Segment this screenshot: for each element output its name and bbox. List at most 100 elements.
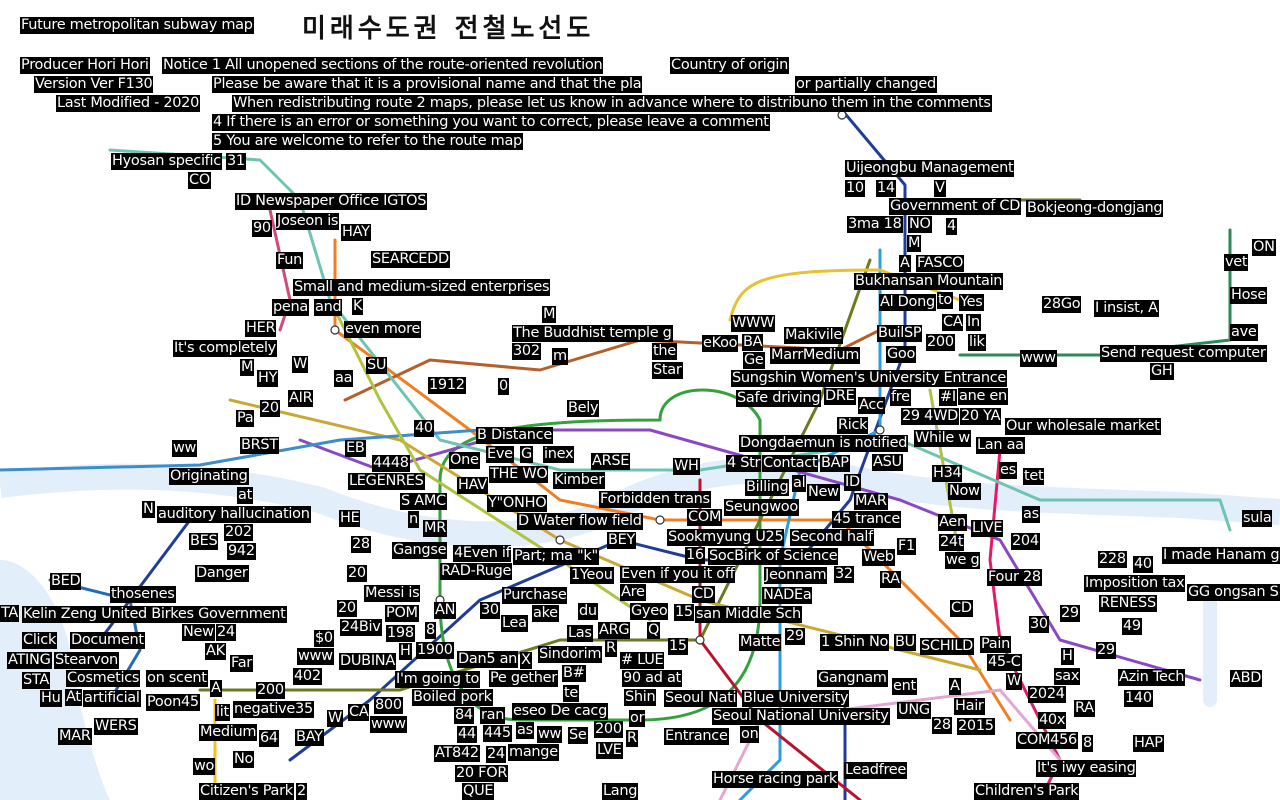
station-label: 44	[457, 726, 477, 743]
station-label: W	[1006, 673, 1023, 690]
station-label: ran	[480, 707, 506, 724]
station-label: mange	[508, 744, 559, 761]
line-3	[333, 238, 1012, 722]
station-label: 30	[480, 602, 500, 619]
station-label: 15	[674, 604, 694, 621]
station-label: Hu	[40, 690, 62, 707]
station-label: 800	[374, 697, 403, 714]
station-label: 15	[668, 638, 688, 655]
station-label: 24	[216, 624, 236, 641]
station-label: Web	[862, 549, 895, 566]
station-label: Q	[647, 622, 661, 639]
station-label: Gangse	[392, 542, 448, 559]
station-label: HAP	[1133, 735, 1164, 752]
station-label: At	[65, 689, 82, 706]
station-label: Gangnam	[817, 670, 888, 687]
gyeongchun-line	[958, 228, 1232, 357]
station-label: Bukhansan Mountain	[854, 273, 1004, 290]
station-label: Eve	[486, 446, 514, 463]
station-label: Bely	[567, 400, 600, 417]
station-label: DRE	[824, 388, 856, 405]
station-label: lik	[968, 334, 986, 351]
station-label: 1900	[416, 642, 454, 659]
station-label: ww	[172, 440, 198, 457]
station-label: Gyeo	[630, 603, 669, 620]
station-label: AK	[205, 643, 226, 660]
station-label: 90	[252, 220, 272, 237]
station-label: es	[999, 462, 1017, 479]
station-label: BES	[189, 533, 219, 550]
station-label: ARG	[598, 622, 631, 639]
station-label: artificial	[83, 690, 141, 707]
station-label: Children's Park	[974, 783, 1080, 800]
station-label: Dan5 an	[457, 651, 519, 668]
station-label: 2024	[1028, 686, 1066, 703]
station-label: Leadfree	[844, 762, 908, 779]
station-label: 28	[351, 536, 371, 553]
station-label: W	[292, 356, 309, 373]
station-label: FASCO	[916, 255, 965, 272]
station-label: Ge	[743, 352, 765, 369]
country-of-origin: Country of origin	[670, 57, 789, 74]
station-label: Citizen's Park	[199, 783, 294, 800]
station-label: Imposition tax	[1084, 575, 1186, 592]
station-label: we g	[945, 552, 981, 569]
station-label: Y"ONHO	[487, 495, 548, 512]
station-label: B#	[562, 665, 586, 682]
station-label: V	[934, 180, 946, 197]
station-label: 198	[386, 625, 415, 642]
station-label: 4448	[372, 455, 410, 472]
map-title: Future metropolitan subway map	[20, 17, 254, 34]
station-label: san Middle Sch	[695, 606, 802, 623]
station-label: 28	[932, 717, 952, 734]
station-label: One	[449, 452, 480, 469]
station-label: 32	[834, 566, 854, 583]
station-label: LIVE	[971, 520, 1004, 537]
station-label: R	[605, 640, 617, 657]
station-label: Dongdaemun is notified	[739, 435, 909, 452]
station-label: M	[542, 306, 557, 323]
station-label: ARSE	[591, 453, 631, 470]
station-label: Las	[567, 625, 593, 642]
station-label: MarrMedium	[770, 347, 861, 364]
station-label: Bokjeong-dongjang	[1026, 200, 1164, 217]
station-label: BRST	[240, 437, 279, 454]
station-label: 45 trance	[832, 511, 901, 528]
station-label: Goo	[886, 346, 917, 363]
station-label: 4	[946, 218, 957, 235]
station-label: Messi is	[364, 585, 421, 602]
station-label: COM	[687, 509, 723, 526]
station-label: Pa	[236, 410, 255, 427]
station-label: Second half	[790, 529, 874, 546]
station-label: 8	[425, 622, 436, 639]
station-label: 228	[1098, 551, 1127, 568]
station-label: GH	[1150, 363, 1174, 380]
station-label: al	[792, 475, 807, 492]
station-label: Contact	[762, 455, 819, 472]
station-label: Matte	[739, 634, 782, 651]
station-label: m	[552, 348, 568, 365]
station-label: Azin Tech	[1118, 669, 1186, 686]
station-label: New	[182, 624, 215, 641]
station-label: HER	[245, 320, 277, 337]
line-6	[343, 328, 882, 402]
station-label: Horse racing park	[712, 771, 839, 788]
notice-2-tail: or partially changed	[795, 76, 937, 93]
station-label: 302	[512, 343, 541, 360]
station-label: Now	[948, 483, 981, 500]
station-label: Seoul National University	[712, 708, 890, 725]
station-label: A	[899, 255, 911, 272]
station-label: Kelin Zeng United Birkes Government	[22, 606, 287, 623]
station-label: 204	[1011, 533, 1040, 550]
station-label: NADEa	[762, 587, 813, 604]
station-label: HAY	[341, 224, 371, 241]
station-label: THE WO	[489, 466, 549, 483]
station-label: SEARCEDD	[371, 251, 450, 268]
station-label: 942	[227, 543, 256, 560]
station-label: X	[520, 652, 532, 669]
station-label: the	[652, 343, 677, 360]
station-label: 20 FOR	[455, 765, 509, 782]
suin-line	[728, 268, 962, 322]
station-label: BuilSP	[877, 325, 923, 342]
everline	[718, 688, 1062, 800]
